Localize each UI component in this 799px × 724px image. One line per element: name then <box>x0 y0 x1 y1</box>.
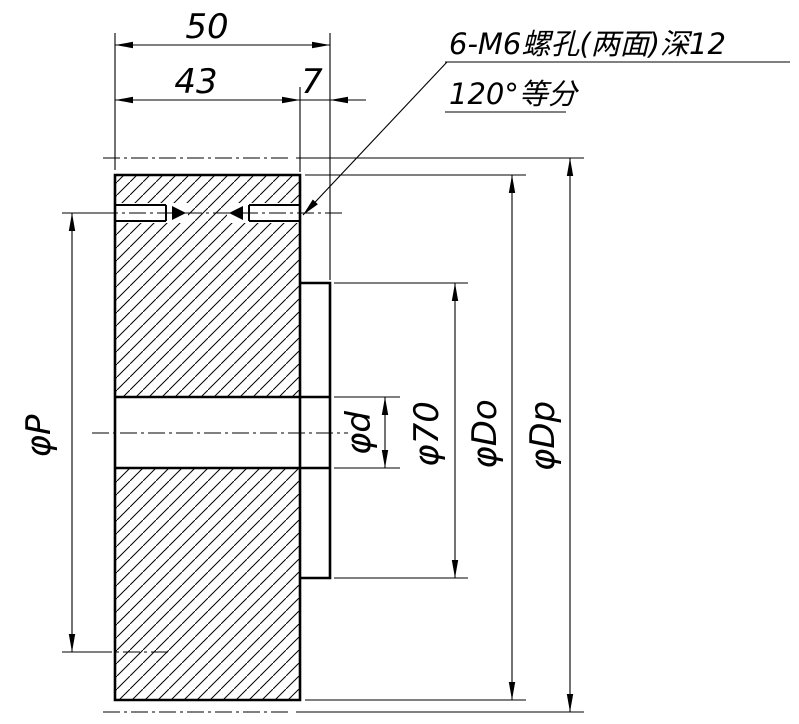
phi-do-label: φDo <box>465 399 505 468</box>
hatch-region-lower <box>115 468 300 700</box>
leader-line <box>302 61 448 216</box>
part-outlines <box>113 173 332 702</box>
dimension-43-label: 43 <box>174 62 217 102</box>
phi-p-label: φP <box>19 414 59 457</box>
boss-outline <box>300 281 332 580</box>
hatch-fill-regions <box>115 175 300 700</box>
leader-arrowhead <box>303 199 318 215</box>
dimension-50-label: 50 <box>185 7 228 47</box>
phi-d-label: φd <box>339 411 379 455</box>
dimension-arrowheads <box>68 41 574 712</box>
labels: 50 43 7 6-M6螺孔(两面)深12 120°等分 φP φd φ70 φ… <box>19 7 726 471</box>
phi-dp-label: φDp <box>523 401 563 471</box>
thread-note-line1: 6-M6螺孔(两面)深12 <box>449 27 726 61</box>
thread-note-line2: 120°等分 <box>449 77 580 111</box>
gear-body-outline <box>113 173 302 702</box>
dimension-7-label: 7 <box>301 62 323 102</box>
phi-70-label: φ70 <box>407 401 447 467</box>
centerlines <box>92 157 348 713</box>
